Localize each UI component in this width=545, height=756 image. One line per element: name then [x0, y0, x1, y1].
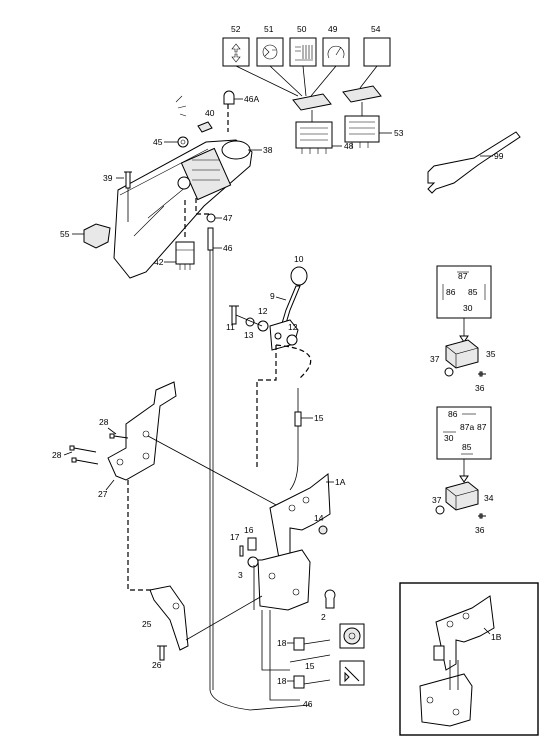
label-18-upper: 18 [277, 638, 287, 648]
lever-icon [344, 666, 360, 683]
label-36-lower: 36 [475, 525, 485, 535]
label-39: 39 [103, 173, 113, 183]
label-35: 35 [486, 349, 496, 359]
symbol-box-51 [256, 37, 284, 67]
cable-15-assembly: 15 [256, 344, 324, 491]
relay-34-pin-right: 87 [477, 422, 487, 432]
label-53: 53 [394, 128, 404, 138]
label-18-lower: 18 [277, 676, 287, 686]
relay-35-pin-right: 85 [468, 287, 478, 297]
switch-symbols: 52 51 50 49 54 [222, 24, 391, 97]
label-47: 47 [223, 213, 233, 223]
label-99: 99 [494, 151, 504, 161]
label-26: 26 [152, 660, 162, 670]
label-37-upper: 37 [430, 354, 440, 364]
symbol-box-49 [322, 37, 350, 67]
rocker-switch-53: 53 [342, 85, 404, 148]
label-50: 50 [297, 24, 307, 34]
label-46A: 46A [244, 94, 259, 104]
label-15-lower: 15 [305, 661, 315, 671]
label-12-upper: 12 [258, 306, 268, 316]
label-27: 27 [98, 489, 108, 499]
label-17: 17 [230, 532, 240, 542]
relay-35-assembly: 87 86 85 30 37 35 36 [430, 265, 496, 393]
label-40: 40 [205, 108, 215, 118]
relay-34-schematic [436, 406, 492, 460]
relay-34-assembly: 86 87a 87 30 85 37 34 36 [432, 406, 494, 535]
label-55: 55 [60, 229, 70, 239]
label-3: 3 [238, 570, 243, 580]
part-99-tool: 99 [427, 131, 521, 194]
relay-34-pin-top: 86 [448, 409, 458, 419]
label-46: 46 [223, 243, 233, 253]
label-34: 34 [484, 493, 494, 503]
gear-lever-assembly: 10 9 11 13 12 12 [226, 254, 308, 351]
label-9: 9 [270, 291, 275, 301]
label-45: 45 [153, 137, 163, 147]
label-11: 11 [226, 322, 235, 332]
label-25: 25 [142, 619, 152, 629]
label-12-lower: 12 [288, 322, 298, 332]
relay-35-pin-top: 87 [458, 271, 468, 281]
arrows-up-down-icon [231, 43, 241, 63]
relay-34-pin-left: 30 [444, 433, 454, 443]
lever-symbol-box [339, 660, 365, 686]
label-38: 38 [263, 145, 273, 155]
label-52: 52 [231, 24, 241, 34]
lower-symbol-icons [339, 623, 365, 686]
label-28-lower: 28 [52, 450, 62, 460]
label-15: 15 [314, 413, 324, 423]
label-46-lower: 46 [303, 699, 313, 709]
label-42: 42 [154, 257, 164, 267]
relay-34-pin-bottom: 85 [462, 442, 472, 452]
label-36-upper: 36 [475, 383, 485, 393]
label-13: 13 [244, 330, 254, 340]
rod-46-assembly: 47 46 [195, 198, 311, 711]
label-49: 49 [328, 24, 338, 34]
rocker-switch-48: 48 [292, 93, 354, 154]
label-37-lower: 37 [432, 495, 442, 505]
label-54: 54 [371, 24, 381, 34]
label-10: 10 [294, 254, 304, 264]
label-28-upper: 28 [99, 417, 109, 427]
label-1B: 1B [491, 632, 502, 642]
gear-icon [343, 627, 361, 645]
heater-icon [295, 45, 313, 61]
bracket-1A-assembly: 1A 14 16 17 3 2 [230, 473, 346, 701]
relay-35-schematic [436, 265, 492, 319]
gauge-icon [327, 45, 345, 59]
console-assembly: 38 40 46A 45 39 55 42 [60, 90, 273, 279]
relay-35-pin-left: 86 [446, 287, 456, 297]
label-1A: 1A [335, 477, 346, 487]
label-51: 51 [264, 24, 274, 34]
label-48: 48 [344, 141, 354, 151]
bracket-27-assembly: 28 28 27 [52, 381, 279, 507]
relay-35-pin-bottom: 30 [463, 303, 473, 313]
label-2: 2 [321, 612, 326, 622]
relay-34-pin-mid: 87a [460, 422, 474, 432]
inset-1B: 1B [399, 582, 539, 736]
bracket-25-assembly: 25 26 [127, 480, 263, 670]
label-14: 14 [314, 513, 324, 523]
rotation-icon [262, 44, 278, 60]
symbol-box-54 [363, 37, 391, 67]
lower-clips: 18 15 18 46 [277, 637, 331, 709]
label-16: 16 [244, 525, 254, 535]
